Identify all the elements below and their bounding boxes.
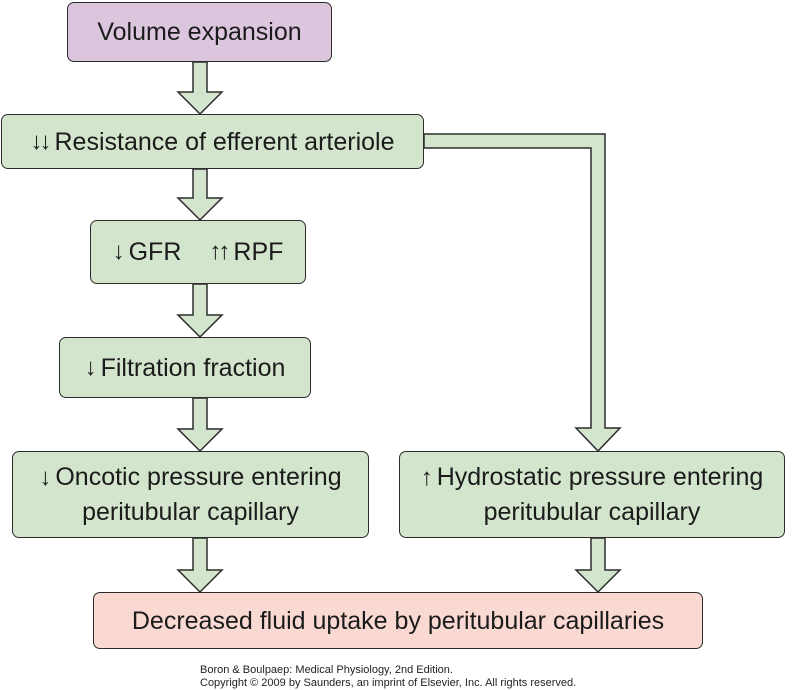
volume-expansion-box: Volume expansion	[67, 2, 332, 62]
credit-copyright: Copyright © 2009 by Saunders, an imprint…	[200, 677, 577, 689]
resistance-label: Resistance of efferent arteriole	[54, 127, 395, 156]
arrow-resistance-to-gfr	[176, 168, 224, 222]
arrow-gfr-to-filtration	[176, 283, 224, 339]
gfr-label: GFR	[128, 238, 182, 266]
decreased-fluid-uptake-box: Decreased fluid uptake by peritubular ca…	[93, 592, 703, 649]
down-arrow-icon: ↓	[84, 353, 97, 381]
oncotic-line1: Oncotic pressure entering	[55, 463, 342, 491]
arrow-oncotic-to-uptake	[176, 537, 224, 594]
oncotic-pressure-box: ↓Oncotic pressure entering peritubular c…	[12, 451, 369, 538]
credit-source: Boron & Boulpaep: Medical Physiology, 2n…	[200, 664, 453, 676]
oncotic-line2: peritubular capillary	[82, 498, 299, 526]
hydrostatic-line2: peritubular capillary	[483, 498, 701, 526]
volume-expansion-label: Volume expansion	[97, 18, 302, 46]
gfr-rpf-box: ↓ GFR ↑↑ RPF	[90, 220, 306, 284]
arrow-resistance-to-hydrostatic	[423, 133, 622, 453]
up-arrow-icon: ↑	[420, 464, 433, 491]
down-arrow-icon: ↓	[39, 464, 52, 491]
hydrostatic-line1: Hydrostatic pressure entering	[436, 463, 764, 491]
arrow-volume-to-resistance	[176, 61, 224, 116]
arrow-hydrostatic-to-uptake	[574, 537, 622, 594]
down-arrow-icon: ↓	[112, 238, 125, 265]
filtration-fraction-box: ↓ Filtration fraction	[59, 337, 311, 398]
double-down-arrow-icon: ↓↓	[30, 127, 51, 155]
arrow-filtration-to-oncotic	[176, 397, 224, 453]
decreased-fluid-uptake-label: Decreased fluid uptake by peritubular ca…	[131, 606, 665, 635]
resistance-efferent-arteriole-box: ↓↓ Resistance of efferent arteriole	[1, 114, 424, 169]
rpf-label: RPF	[233, 238, 284, 266]
double-up-arrow-icon: ↑↑	[209, 238, 230, 265]
hydrostatic-pressure-box: ↑Hydrostatic pressure entering peritubul…	[399, 451, 785, 538]
filtration-fraction-label: Filtration fraction	[100, 353, 286, 382]
